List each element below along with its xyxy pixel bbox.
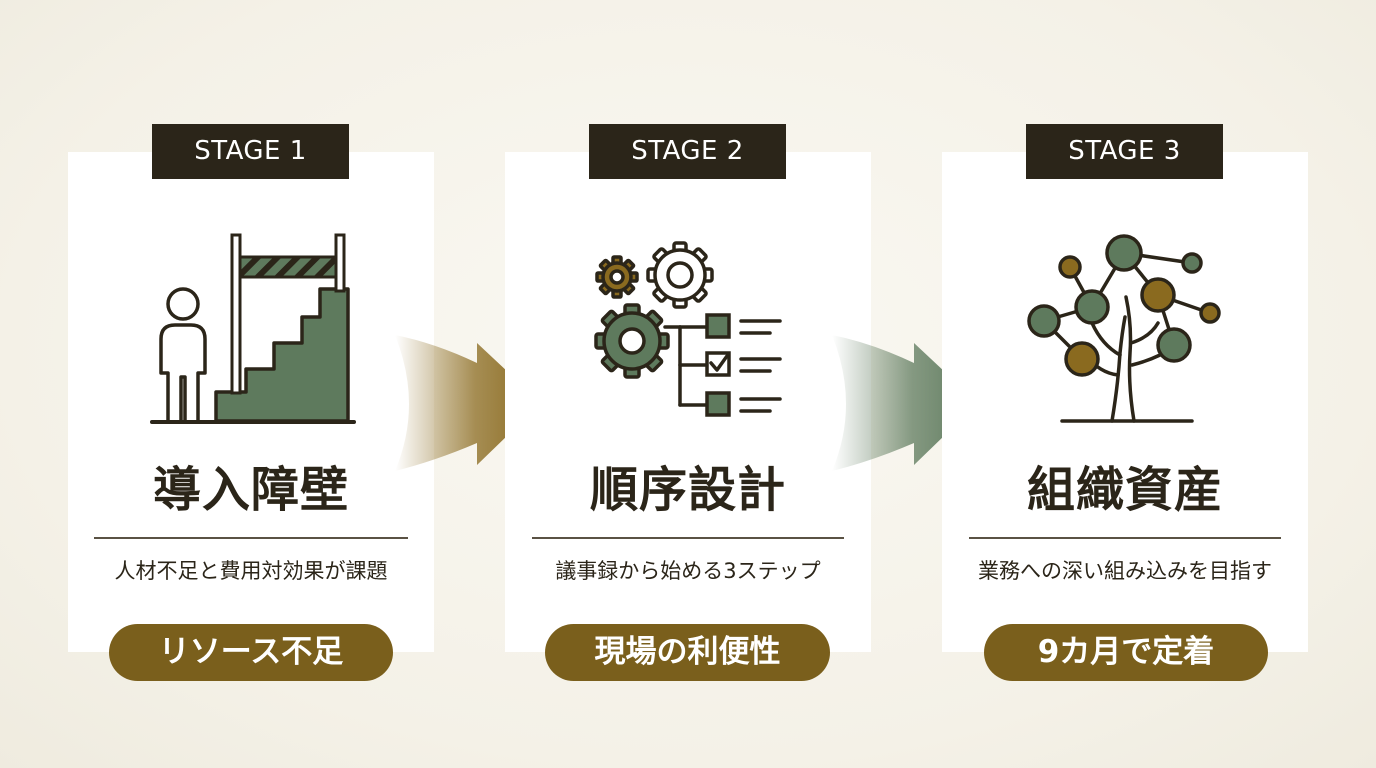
network-tree-icon	[1027, 234, 1221, 423]
stage-3-subtitle: 業務への深い組み込みを目指す	[978, 559, 1272, 583]
stage-1-subtitle: 人材不足と費用対効果が課題	[114, 559, 388, 583]
stage-1-title: 導入障壁	[152, 462, 349, 518]
stage-2-subtitle: 議事録から始める3ステップ	[555, 559, 821, 583]
arrow-icon-1	[395, 335, 541, 471]
stage-2-pill: 現場の利便性	[545, 624, 830, 681]
stage-2-badge: STAGE 2	[589, 124, 786, 179]
stage-3-divider	[969, 537, 1281, 539]
stage-2-card	[505, 152, 871, 652]
stage-2-divider	[532, 537, 844, 539]
stage-2-title: 順序設計	[589, 462, 786, 518]
arrow-icon-2	[832, 335, 978, 471]
stage-1-divider	[94, 537, 408, 539]
stage-3-badge: STAGE 3	[1026, 124, 1223, 179]
stage-3-pill: 9カ月で定着	[984, 624, 1268, 681]
person-staircase-barrier-icon	[150, 233, 356, 424]
gears-checklist-icon	[594, 241, 782, 417]
stage-3-title: 組織資産	[1026, 462, 1223, 518]
stage-1-badge: STAGE 1	[152, 124, 349, 179]
stage-1-pill: リソース不足	[109, 624, 393, 681]
